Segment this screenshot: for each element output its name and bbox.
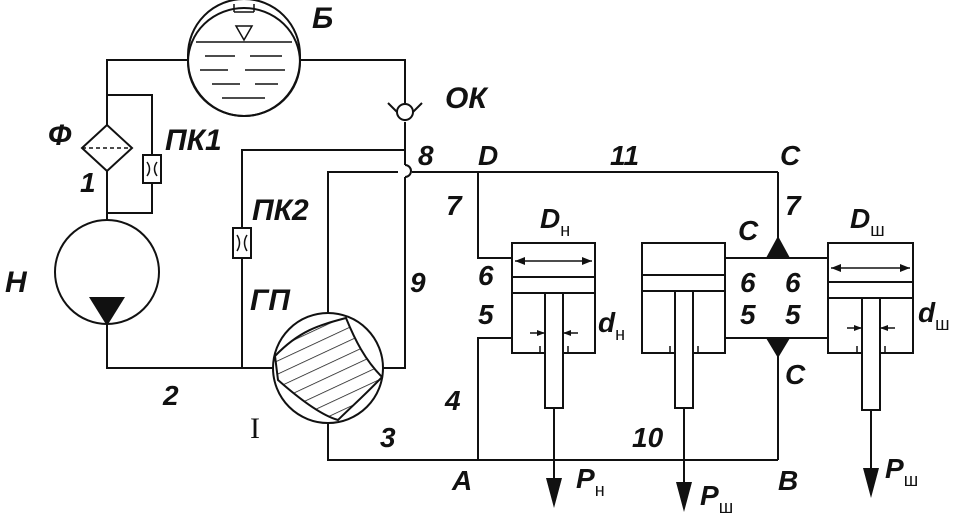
piping xyxy=(106,59,779,461)
cylinder-1-bore-label: Dн xyxy=(540,203,570,240)
line-6-label: 6 xyxy=(740,267,756,298)
pump-label: Н xyxy=(5,266,28,299)
cylinder-1-rod-label: dн xyxy=(598,307,625,344)
node-a-label: A xyxy=(451,465,472,496)
cylinder-1-force-label: Pн xyxy=(576,463,605,500)
line-4-label: 4 xyxy=(444,385,461,416)
relief-valve-1 xyxy=(142,154,162,184)
line-11-label: 11 xyxy=(610,140,639,171)
line-1-label: 1 xyxy=(80,167,96,198)
check-valve xyxy=(387,102,423,122)
cylinder-3-bore-label: Dш xyxy=(850,203,885,240)
node-c-label: C xyxy=(785,359,806,390)
node-c-label: C xyxy=(738,215,759,246)
node-c-bottom-marker-icon xyxy=(766,338,790,358)
line-7-label: 7 xyxy=(446,190,463,221)
cylinder-2-force-label: Pш xyxy=(700,480,733,517)
filter xyxy=(80,123,134,173)
distributor-label: ГП xyxy=(250,284,291,317)
node-c-label: C xyxy=(780,140,801,171)
cylinder-2 xyxy=(641,242,726,512)
line-10-label: 10 xyxy=(632,422,664,453)
relief-valve-2-label: ПК2 xyxy=(252,194,309,227)
line-5-label: 5 xyxy=(785,299,801,330)
cylinder-1 xyxy=(511,242,596,508)
fluid-level-marker-icon xyxy=(234,25,254,42)
pump xyxy=(54,219,160,326)
check-valve-label: ОК xyxy=(445,82,489,115)
force-arrow-icon xyxy=(546,478,562,508)
line-5-label: 5 xyxy=(740,299,756,330)
cylinder-3-force-label: Pш xyxy=(885,453,918,490)
line-7-label: 7 xyxy=(785,190,802,221)
line-2-label: 2 xyxy=(162,380,179,411)
force-arrow-icon xyxy=(863,468,879,498)
distributor xyxy=(272,312,384,424)
cylinder-3-rod-label: dш xyxy=(918,297,950,334)
pump-direction-icon xyxy=(89,297,125,326)
node-c-top-marker-icon xyxy=(766,236,790,258)
labels: Б ОК Ф ПК1 ПК2 Н ГП I 1 2 3 4 5 5 5 6 6 … xyxy=(5,2,950,517)
line-6-label: 6 xyxy=(478,260,494,291)
filter-label: Ф xyxy=(48,119,72,152)
distributor-position-label: I xyxy=(250,412,260,445)
tank-label: Б xyxy=(312,2,333,35)
line-8-label: 8 xyxy=(418,140,434,171)
force-arrow-icon xyxy=(676,482,692,512)
line-5-label: 5 xyxy=(478,299,494,330)
line-3-label: 3 xyxy=(380,422,396,453)
relief-valve-2 xyxy=(232,227,252,259)
line-9-label: 9 xyxy=(410,267,426,298)
connecting-lines xyxy=(725,236,828,358)
line-6-label: 6 xyxy=(785,267,801,298)
relief-valve-1-label: ПК1 xyxy=(165,124,222,157)
node-d-label: D xyxy=(478,140,498,171)
tank xyxy=(187,0,301,117)
cylinder-3 xyxy=(827,242,914,498)
node-b-label: B xyxy=(778,465,798,496)
